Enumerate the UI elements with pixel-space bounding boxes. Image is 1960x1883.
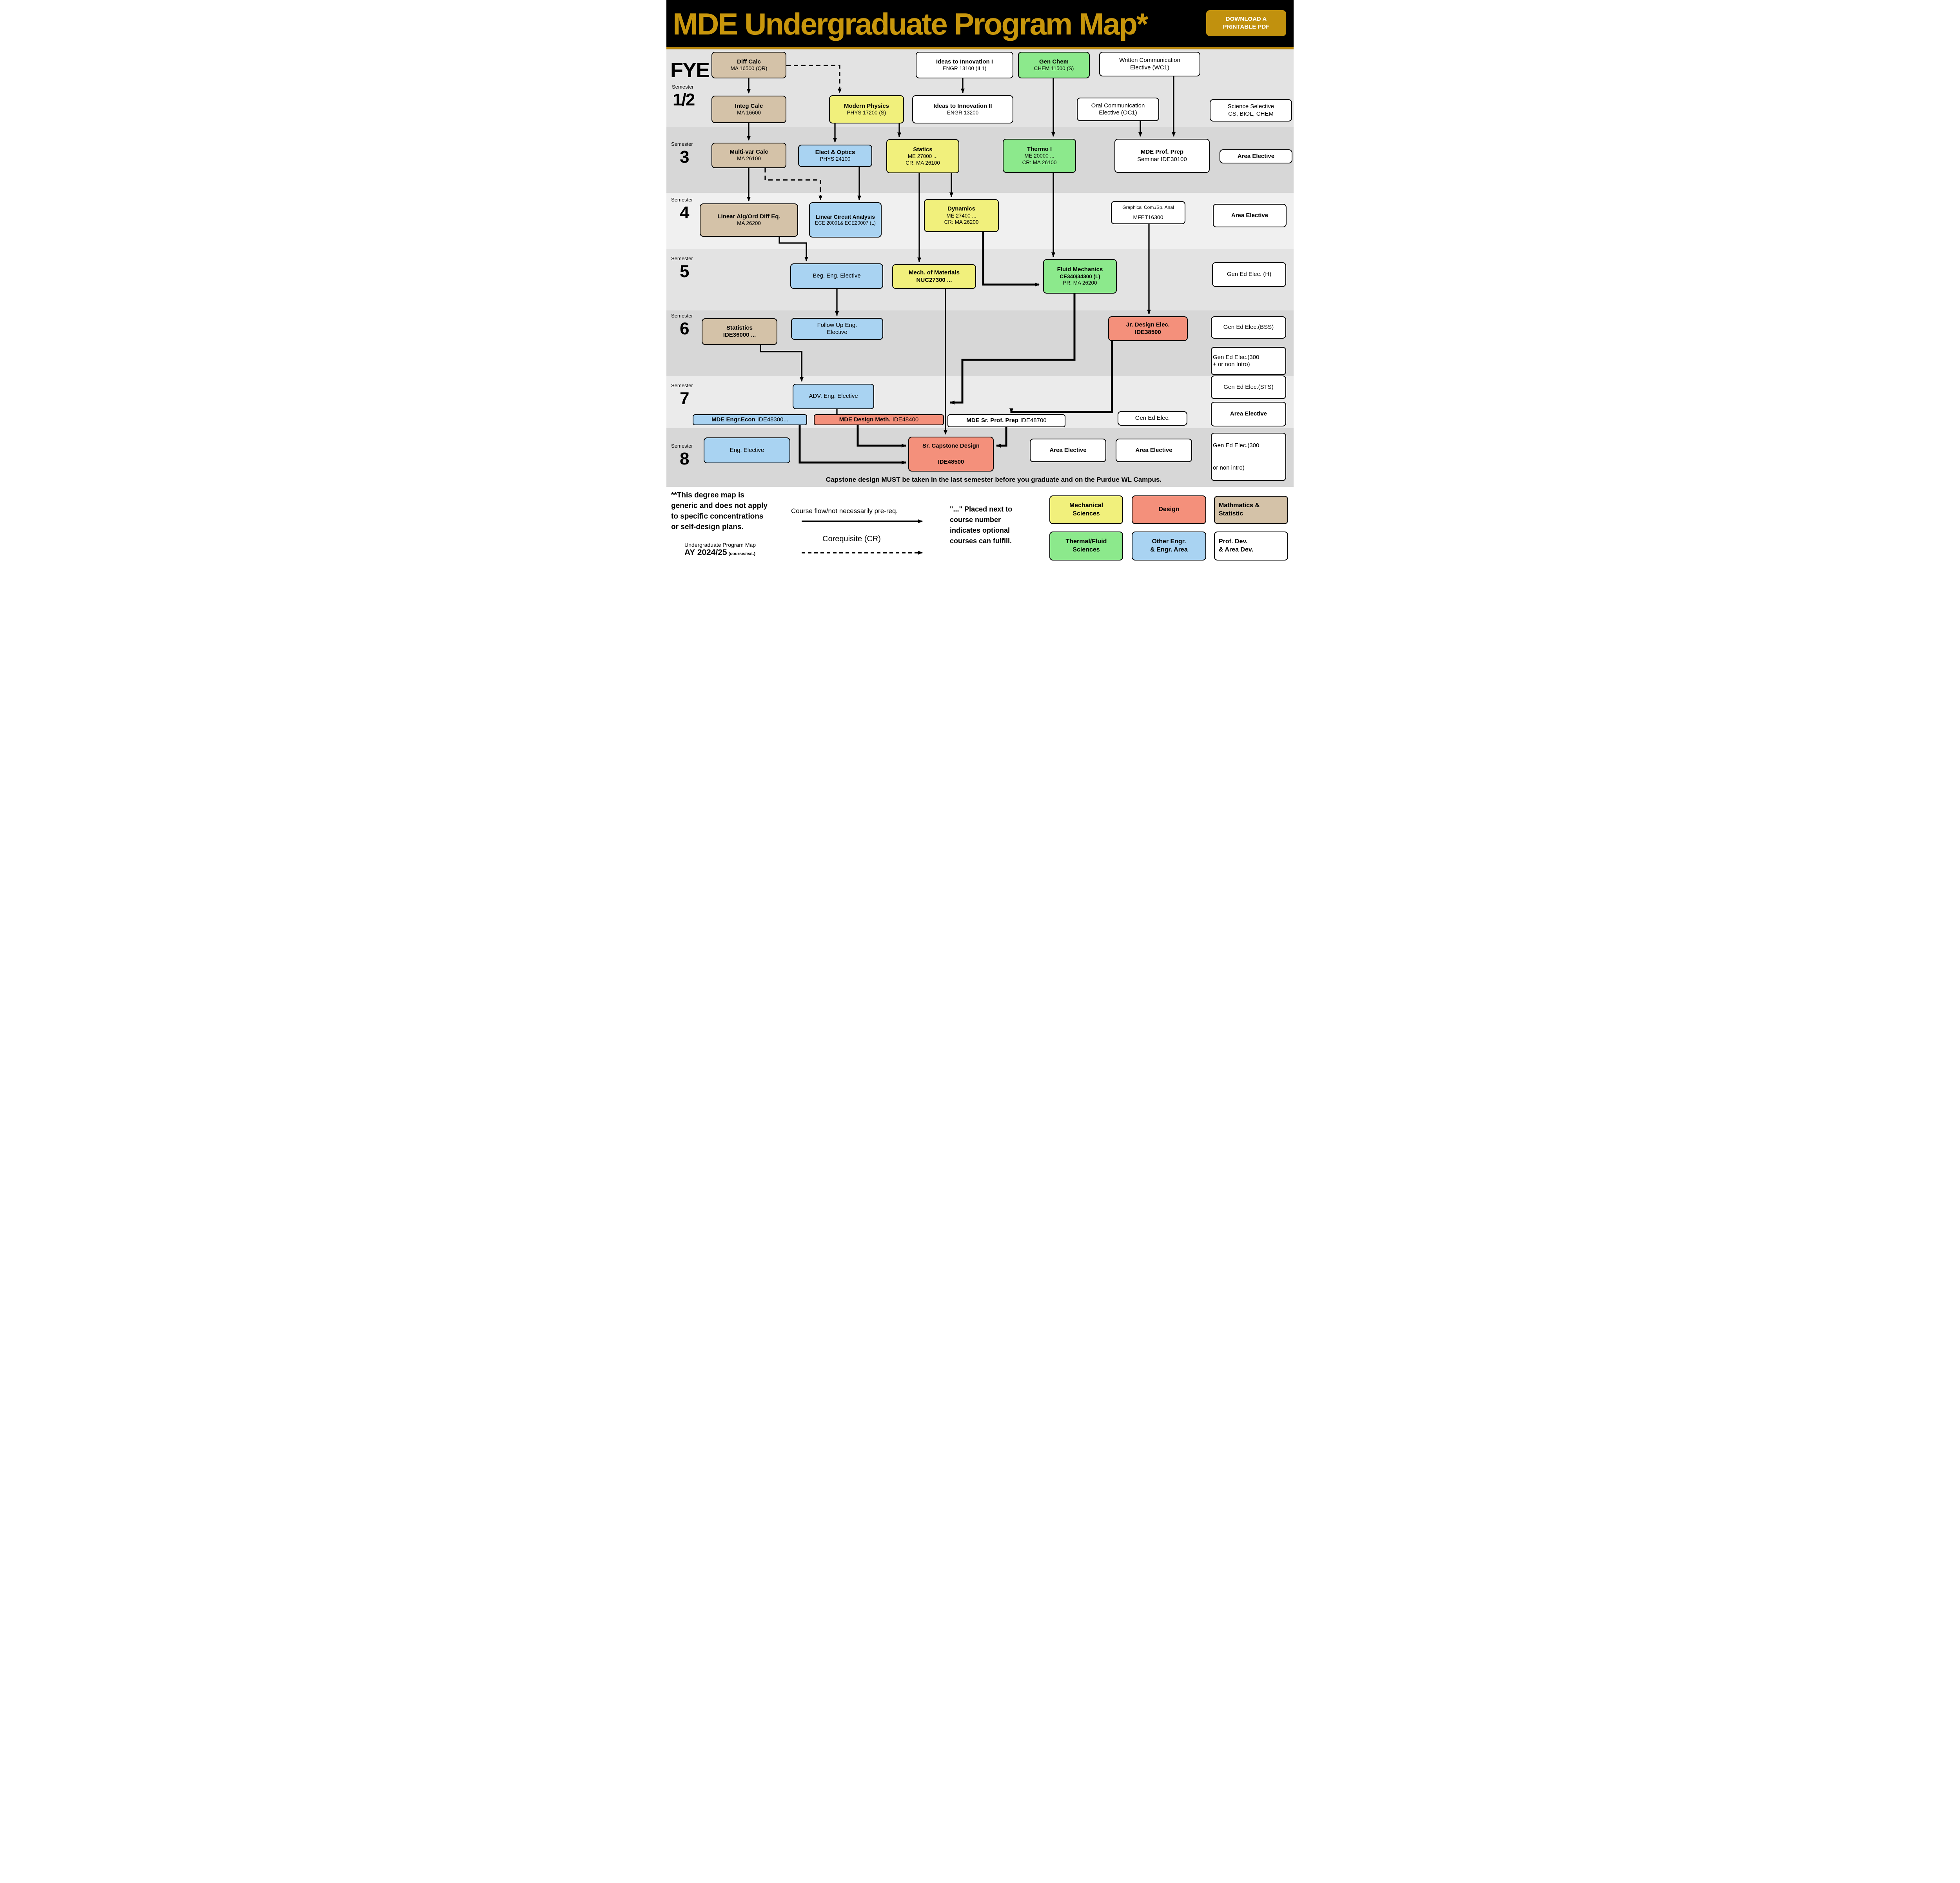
download-pdf-label-line1: DOWNLOAD A <box>1225 15 1267 22</box>
course-written-comm-elective: Written Communication Elective (WC1) <box>1099 52 1200 76</box>
label-sem7-word: Semester <box>671 383 693 388</box>
legend-math-statistic: Mathmatics & Statistic <box>1214 496 1288 524</box>
course-integ-calc: Integ Calc MA 16600 <box>711 96 786 123</box>
label-sem5-num: 5 <box>680 262 690 281</box>
label-sem6-num: 6 <box>680 319 690 338</box>
label-fye-semester: Semester <box>672 84 694 90</box>
course-mde-sr-prof-prep: MDE Sr. Prof. Prep IDE48700 <box>947 414 1065 427</box>
course-statics: Statics ME 27000 ... CR: MA 26100 <box>886 139 959 173</box>
course-mde-design-methods: MDE Design Meth. IDE48400 <box>814 414 944 425</box>
legend-other-engineering: Other Engr. & Engr. Area <box>1132 532 1206 561</box>
label-sem4-num: 4 <box>680 203 690 222</box>
course-gen-ed-h: Gen Ed Elec. (H) <box>1212 262 1286 287</box>
course-graphical-comm: Graphical Com./Sp. Anal MFET16300 <box>1111 201 1185 224</box>
course-gen-ed-elec-sem7: Gen Ed Elec. <box>1118 411 1187 426</box>
course-multivar-calc: Multi-var Calc MA 26100 <box>711 143 786 168</box>
course-statistics: Statistics IDE36000 ... <box>702 318 777 345</box>
label-fye: FYE <box>670 58 710 82</box>
course-gen-ed-300-or-non-intro: Gen Ed Elec.(300 or non intro) <box>1211 433 1286 481</box>
course-eng-elective: Eng. Elective <box>704 437 790 463</box>
course-gen-chem: Gen Chem CHEM 11500 (S) <box>1018 52 1090 78</box>
program-map-page: MDE Undergraduate Program Map* DOWNLOAD … <box>666 0 1294 565</box>
course-area-elective-sem3: Area Elective <box>1220 149 1292 163</box>
legend-thermal-fluid-sciences: Thermal/Fluid Sciences <box>1049 532 1123 561</box>
course-sr-capstone-design: Sr. Capstone Design IDE48500 <box>908 437 994 472</box>
row-band-sem5 <box>666 249 1294 310</box>
capstone-note: Capstone design MUST be taken in the las… <box>826 476 1162 483</box>
legend-design: Design <box>1132 495 1206 524</box>
page-title: MDE Undergraduate Program Map* <box>673 7 1148 41</box>
legend-prof-dev-area-dev: Prof. Dev. & Area Dev. <box>1214 532 1288 561</box>
course-science-selective: Science Selective CS, BIOL, CHEM <box>1210 99 1292 122</box>
legend-dots-note: "..." Placed next to course number indic… <box>950 505 1013 545</box>
course-ideas-to-innovation-2: Ideas to Innovation II ENGR 13200 <box>912 95 1013 123</box>
header-bar: MDE Undergraduate Program Map* DOWNLOAD … <box>666 0 1294 47</box>
download-pdf-button[interactable]: DOWNLOAD A PRINTABLE PDF <box>1206 10 1286 36</box>
label-sem8-word: Semester <box>671 443 693 449</box>
course-area-elective-sem8b: Area Elective <box>1116 439 1192 462</box>
legend-mechanical-sciences: Mechanical Sciences <box>1049 495 1123 524</box>
course-gen-ed-300-non-intro: Gen Ed Elec.(300 + or non Intro) <box>1211 347 1286 375</box>
label-sem3-num: 3 <box>680 147 690 167</box>
course-gen-ed-sts: Gen Ed Elec.(STS) <box>1211 376 1286 399</box>
map-credits: Undergraduate Program Map AY 2024/25 (co… <box>684 542 756 557</box>
course-area-elective-sem7: Area Elective <box>1211 402 1286 426</box>
legend-corequisite-label: Corequisite (CR) <box>822 535 881 543</box>
course-beg-eng-elective: Beg. Eng. Elective <box>790 263 883 289</box>
course-oral-comm-elective: Oral Communication Elective (OC1) <box>1077 98 1159 121</box>
course-diff-calc: Diff Calc MA 16500 (QR) <box>711 52 786 78</box>
course-adv-eng-elective: ADV. Eng. Elective <box>793 384 874 409</box>
label-fye-num: 1/2 <box>673 90 695 109</box>
course-linear-circuit-analysis: Linear Circuit Analysis ECE 20001& ECE20… <box>809 202 882 238</box>
course-area-elective-sem4: Area Elective <box>1213 204 1287 227</box>
label-sem6-word: Semester <box>671 313 693 319</box>
label-sem4-word: Semester <box>671 197 693 203</box>
course-modern-physics: Modern Physics PHYS 17200 (S) <box>829 95 904 123</box>
course-thermo-1: Thermo I ME 20000 ... CR: MA 26100 <box>1003 139 1076 173</box>
legend-course-flow-label: Course flow/not necessarily pre-req. <box>791 507 898 515</box>
course-follow-up-eng-elective: Follow Up Eng. Elective <box>791 318 883 340</box>
label-sem5-word: Semester <box>671 256 693 261</box>
gold-divider <box>666 47 1294 49</box>
generic-map-footnote: **This degree map is generic and does no… <box>671 491 768 531</box>
course-linear-alg-ode: Linear Alg/Ord Diff Eq. MA 26200 <box>700 203 798 237</box>
course-dynamics: Dynamics ME 27400 ... CR: MA 26200 <box>924 199 999 232</box>
course-jr-design-elective: Jr. Design Elec. IDE38500 <box>1108 316 1188 341</box>
course-gen-ed-bss: Gen Ed Elec.(BSS) <box>1211 316 1286 339</box>
course-mde-engr-econ: MDE Engr.Econ IDE48300... <box>693 414 807 425</box>
course-area-elective-sem8a: Area Elective <box>1030 439 1106 462</box>
label-sem3-word: Semester <box>671 141 693 147</box>
download-pdf-label-line2: PRINTABLE PDF <box>1223 24 1270 30</box>
label-sem7-num: 7 <box>680 389 690 408</box>
label-sem8-num: 8 <box>680 449 690 468</box>
course-ideas-to-innovation-1: Ideas to Innovation I ENGR 13100 (IL1) <box>916 52 1013 78</box>
course-mde-prof-prep-seminar: MDE Prof. Prep Seminar IDE30100 <box>1114 139 1210 173</box>
course-fluid-mechanics: Fluid Mechanics CE340/34300 (L) PR: MA 2… <box>1043 259 1117 294</box>
course-elect-optics: Elect & Optics PHYS 24100 <box>798 145 872 167</box>
course-mech-of-materials: Mech. of Materials NUC27300 ... <box>892 264 976 289</box>
